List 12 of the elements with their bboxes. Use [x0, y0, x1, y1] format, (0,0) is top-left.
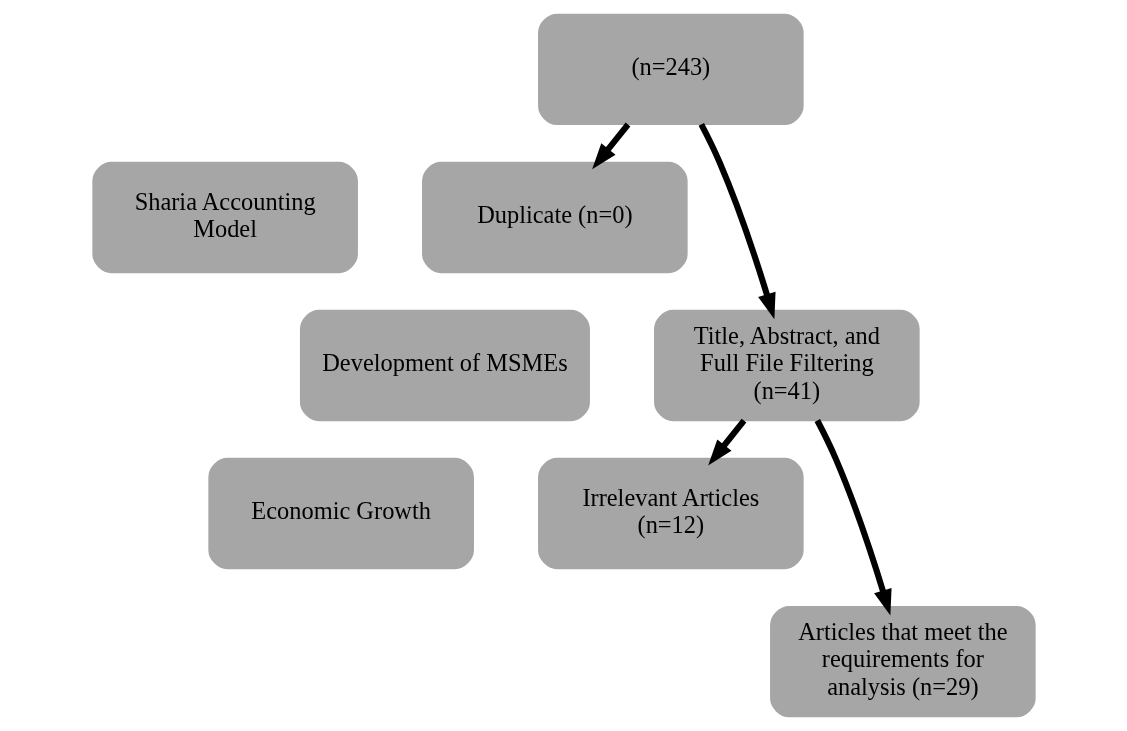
arrow [591, 122, 630, 170]
node-box: Articles that meet the requirements for analysis (n=29) [769, 605, 1036, 718]
node-box: Title, Abstract, and Full File Filtering (n=41) [653, 309, 920, 422]
node-box: Irrelevant Articles (n=12) [537, 457, 804, 570]
node-box: (n=243) [537, 13, 804, 126]
node-box: Economic Growth [207, 457, 474, 570]
arrow [698, 123, 776, 320]
node-box: Duplicate (n=0) [421, 161, 688, 274]
arrow [707, 418, 746, 466]
node-box: Development of MSMEs [299, 309, 590, 422]
node-box: Sharia Accounting Model [91, 161, 358, 274]
arrow [814, 419, 892, 616]
